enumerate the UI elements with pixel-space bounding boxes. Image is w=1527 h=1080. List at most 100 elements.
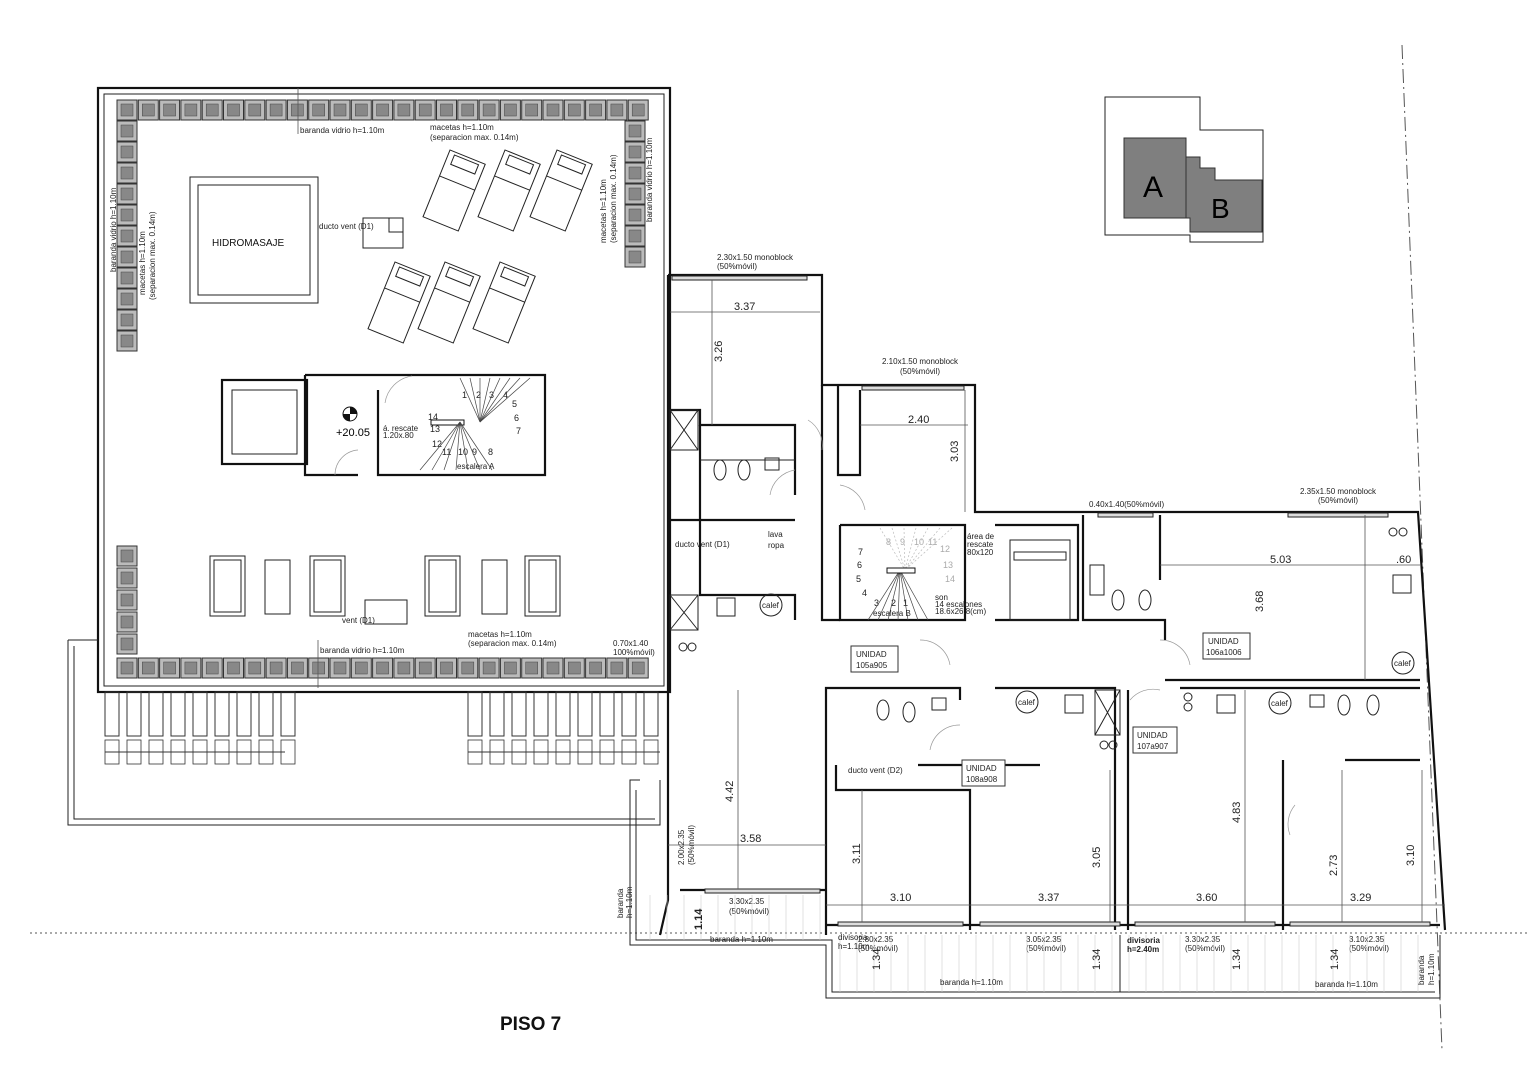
baranda-label: baranda (1417, 955, 1426, 985)
lounger-pillow (557, 154, 587, 175)
planter-core (248, 661, 262, 675)
window-070-2: 100%móvil) (613, 648, 655, 657)
planter-core (184, 103, 198, 117)
planter-core (120, 271, 134, 285)
dimension: 3.37 (734, 301, 755, 313)
pergola-beam (192, 691, 208, 737)
unit-107: UNIDAD 107a907 (1132, 726, 1178, 754)
lounger-fold (434, 287, 470, 303)
stair-tread (459, 377, 481, 423)
lounger-pillow (500, 266, 530, 287)
baranda-label: baranda (616, 888, 625, 918)
window-label: 3.30x2.35 (1185, 935, 1221, 944)
planter-core (628, 208, 642, 222)
stair-tread-upper (879, 527, 906, 571)
planter-core (227, 103, 240, 117)
stair-tread-upper (891, 527, 906, 571)
pergola-post (533, 739, 549, 765)
block-a-label: A (1143, 171, 1163, 204)
macetas-right-2: (separacion max. 0.14m) (609, 154, 618, 243)
dimension: 3.60 (1196, 892, 1217, 904)
stair-tread (455, 421, 461, 471)
ducto-vent-d2: ducto vent (D2) (848, 766, 903, 775)
planter-core (546, 103, 560, 117)
stair-tread-upper (904, 527, 941, 571)
window-frames (671, 275, 1431, 927)
stair-step-number: 2 (476, 390, 481, 400)
baranda-left-label: baranda vidrio h=1.10m (109, 187, 118, 272)
dimension: 3.58 (740, 833, 761, 845)
stair-step-number: 5 (512, 399, 517, 409)
window-label: 2.10x1.50 monoblock (882, 357, 959, 366)
dimension: 4.83 (1231, 802, 1243, 823)
calef-label: calef (1394, 659, 1412, 668)
pergola-beam (236, 691, 252, 737)
macetas-right-1: macetas h=1.10m (599, 179, 608, 243)
window-label: (50%móvil) (858, 944, 898, 953)
escalera-b-label: escalera B (873, 609, 911, 618)
window-label: 2.30x1.50 monoblock (717, 253, 794, 262)
window-label: (50%móvil) (1026, 944, 1066, 953)
stair-tread (877, 569, 901, 621)
escalera-a-label: escalera A (457, 462, 495, 471)
lounger-pillow (395, 266, 425, 287)
sun-loungers (367, 149, 593, 344)
planter-core (205, 661, 219, 675)
window-label: 2.00x2.35 (677, 829, 686, 865)
planter-core (628, 250, 642, 264)
stair-tread (479, 377, 531, 423)
planter-core (397, 103, 411, 117)
pergola-beam (533, 691, 549, 737)
planter-core (610, 661, 624, 675)
roof-terrace: HIDROMASAJE ducto vent (D1) +20.05 á. re… (67, 86, 672, 826)
window-label: 0.40x1.40(50%móvil) (1089, 500, 1164, 509)
stair-step-number: 4 (862, 588, 867, 598)
planter-core (227, 661, 240, 675)
planter-core (628, 124, 642, 138)
dimension: 1.34 (871, 949, 883, 970)
unit-number: 107a907 (1137, 742, 1169, 751)
planter-core (631, 661, 645, 675)
window-label: 3.30x2.35 (729, 897, 765, 906)
stair-tread (459, 421, 481, 471)
lounger-frame (529, 149, 593, 232)
planter-core (440, 661, 453, 675)
stair-tread (443, 421, 461, 471)
stair-step-number: 7 (516, 426, 521, 436)
balcony-labels: baranda h=1.10m baranda h=1.10m baranda … (616, 886, 1436, 989)
stair-step-number: 13 (943, 560, 953, 570)
unit-number: 105a905 (856, 661, 888, 670)
pergola-post (214, 739, 230, 765)
hidromasaje-label: HIDROMASAJE (212, 238, 285, 249)
stair-tread (897, 569, 901, 621)
lounger-pillow (505, 154, 535, 175)
calef-label: calef (762, 601, 780, 610)
dimension: 3.10 (1405, 845, 1417, 866)
dimension: 3.68 (1254, 591, 1266, 612)
stair-step-number: 4 (503, 390, 508, 400)
planter-core (333, 103, 347, 117)
sun-lounger (367, 261, 431, 344)
block-b-label: B (1211, 193, 1230, 224)
window-label: (50%móvil) (1318, 496, 1358, 505)
window-label: 2.35x1.50 monoblock (1300, 487, 1377, 496)
stair-step-number: 14 (428, 412, 438, 422)
planter-core (120, 593, 134, 607)
sun-lounger (472, 261, 536, 344)
lounger-fold (546, 175, 582, 191)
stair-tread (867, 569, 901, 621)
unit-number: 106a1006 (1206, 648, 1242, 657)
pergola-post (489, 739, 505, 765)
window-label: (50%móvil) (729, 907, 769, 916)
stair-tread (469, 377, 481, 423)
rescate-label-1: á. rescate (383, 424, 419, 433)
pergola-post (280, 739, 296, 765)
ducto-vent-d1: ducto vent (D1) (675, 540, 730, 549)
baranda-label: baranda h=1.10m (1315, 980, 1378, 989)
dimension: 4.42 (724, 781, 736, 802)
window-label: (50%móvil) (1185, 944, 1225, 953)
pergola-beam (555, 691, 571, 737)
pergola-post (170, 739, 186, 765)
pergola-beam (170, 691, 186, 737)
